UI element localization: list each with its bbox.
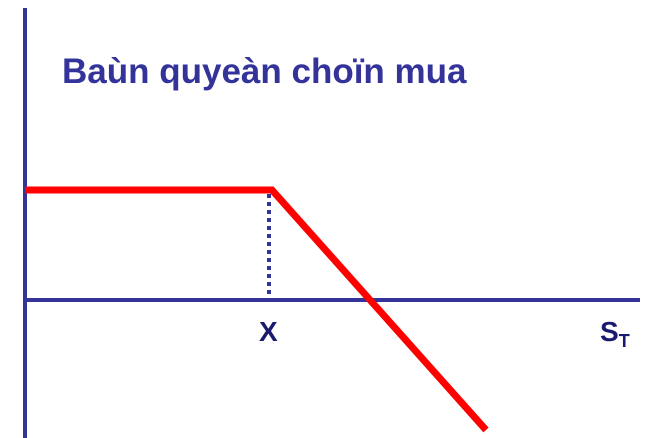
payoff-line [25, 186, 489, 433]
diagram-title: Baùn quyeàn choïn mua [62, 52, 467, 91]
price-axis-label-sub: T [618, 331, 630, 351]
price-axis-label-main: S [600, 316, 619, 347]
strike-label: X [259, 316, 278, 347]
price-axis-label: ST [600, 316, 630, 351]
